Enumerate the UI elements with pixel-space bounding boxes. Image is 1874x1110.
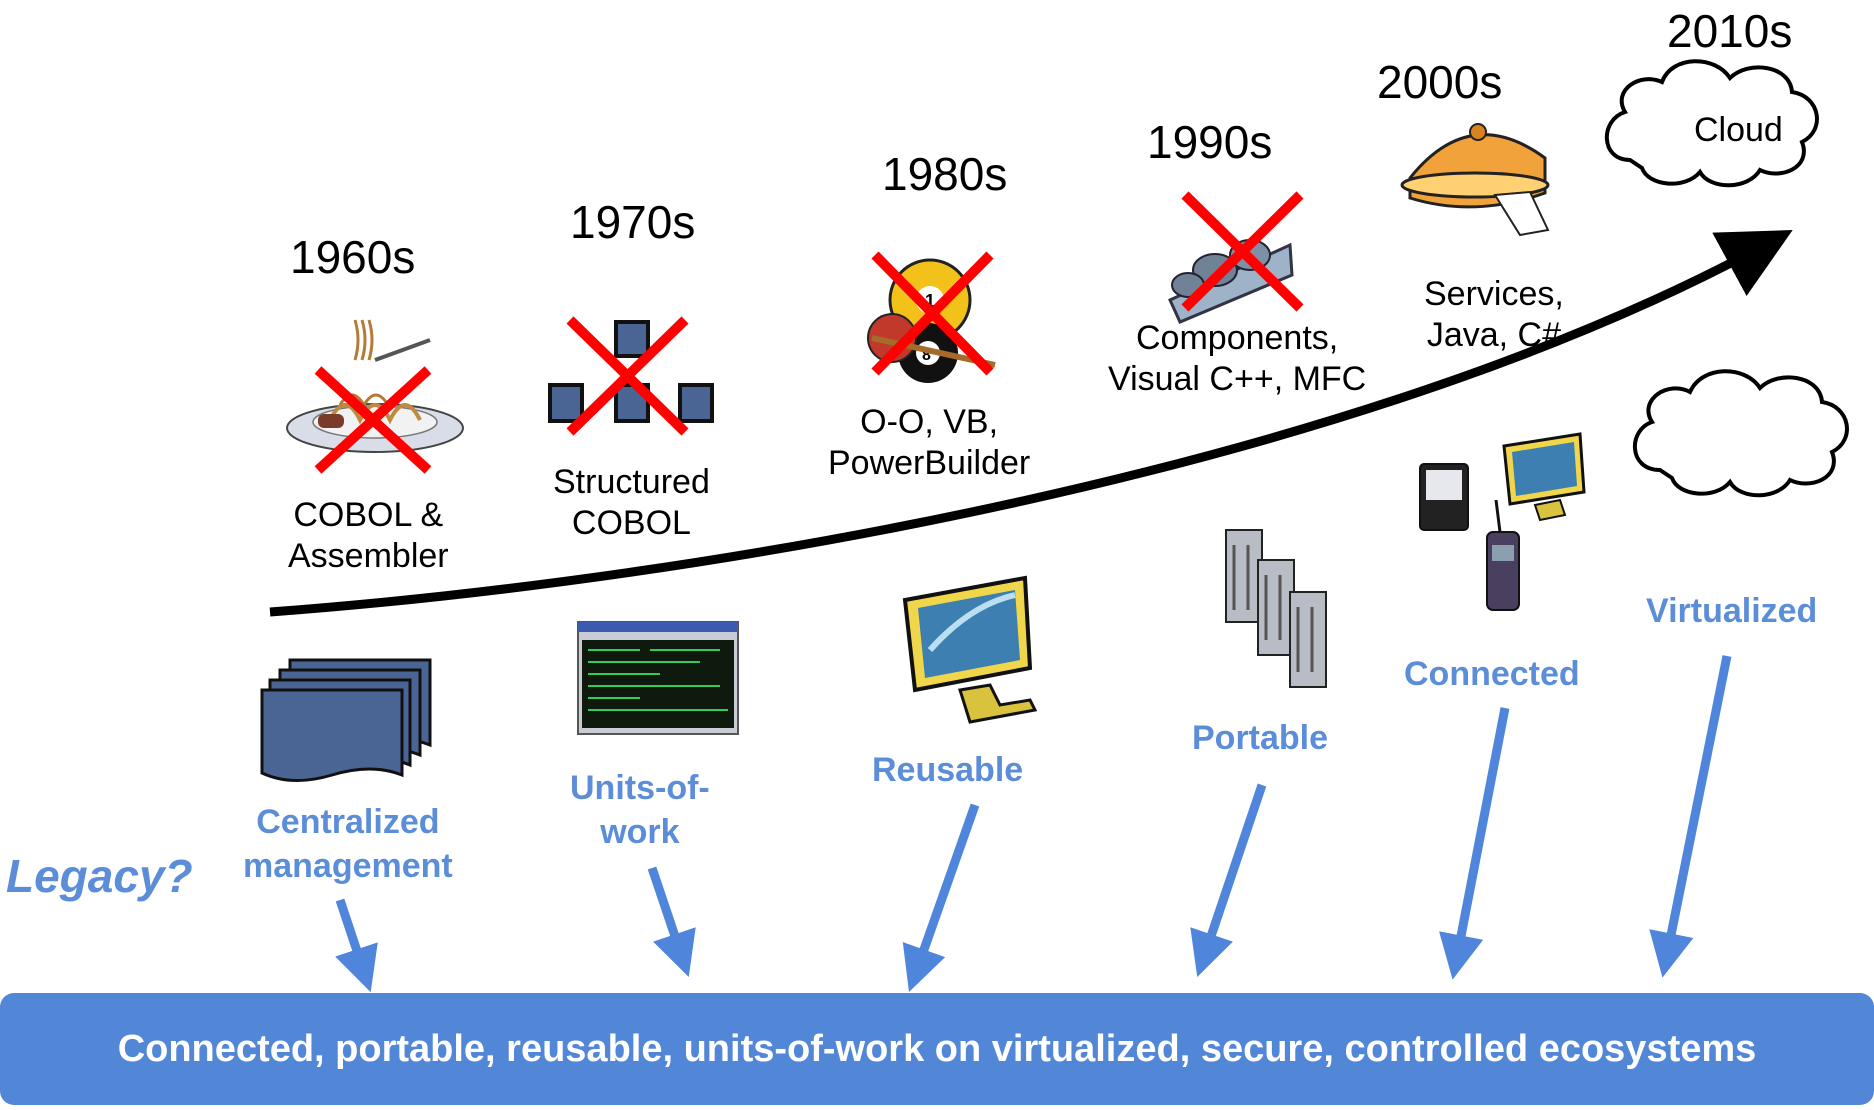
tech-line: COBOL & (293, 496, 444, 534)
attribute-line: Centralized (256, 803, 440, 841)
tech-label-1990s: Components, Visual C++, MFC (1108, 318, 1366, 401)
document-stack-icon (260, 658, 432, 783)
cross-1980s (871, 251, 994, 376)
era-label-1970s: 1970s (570, 196, 696, 248)
tech-line: COBOL (571, 504, 691, 543)
tech-line: PowerBuilder (828, 444, 1031, 483)
cross-1990s (1181, 191, 1304, 312)
attribute-line: work (600, 813, 680, 852)
tech-line: Visual C++, MFC (1108, 360, 1367, 399)
service-cloche-icon (1400, 123, 1550, 237)
tech-label-1980s: O-O, VB, PowerBuilder (828, 402, 1030, 485)
summary-banner: Connected, portable, reusable, units-of-… (0, 993, 1874, 1105)
arrow-centralized (335, 898, 378, 993)
tech-line: Assembler (288, 537, 449, 576)
terminal-screen-icon (577, 621, 739, 735)
tech-line: Java, C# (1426, 316, 1561, 355)
era-label-2010s: 2010s (1667, 5, 1793, 57)
trend-arrow (269, 229, 1793, 617)
arrow-portable (1190, 783, 1267, 978)
connected-devices-icon (1419, 432, 1586, 611)
tech-line: Structured (553, 463, 710, 501)
attribute-centralized-management: Centralized management (243, 800, 453, 888)
tech-line: Components, (1136, 319, 1339, 357)
attribute-units-of-work: Units-of- work (570, 766, 710, 854)
attribute-reusable: Reusable (872, 751, 1024, 789)
legacy-label: Legacy? (6, 850, 193, 902)
svg-text:1: 1 (925, 291, 935, 311)
server-towers-icon (1225, 529, 1327, 688)
era-label-1980s: 1980s (882, 148, 1008, 200)
summary-banner-text: Connected, portable, reusable, units-of-… (117, 1027, 1757, 1070)
spaghetti-plate-icon (286, 319, 464, 453)
svg-text:8: 8 (922, 347, 931, 364)
attribute-virtualized: Virtualized (1646, 592, 1818, 630)
attribute-line: Units-of- (570, 769, 710, 807)
attribute-arrows (335, 655, 1732, 993)
structure-blocks-icon (548, 320, 714, 423)
tech-line: Services, (1424, 275, 1564, 313)
cloud-icon (1604, 59, 1819, 188)
tech-label-1960s: COBOL & Assembler (288, 495, 449, 578)
arrow-virtualized (1649, 655, 1732, 978)
tech-line: O-O, VB, (860, 403, 999, 441)
attribute-connected: Connected (1404, 655, 1580, 693)
tech-label-1970s: Structured COBOL (553, 462, 710, 545)
cross-1960s (314, 366, 432, 474)
cloud-label: Cloud (1694, 111, 1783, 149)
era-label-2000s: 2000s (1377, 56, 1503, 108)
era-label-1990s: 1990s (1147, 116, 1273, 168)
cross-1970s (566, 316, 689, 436)
attribute-portable: Portable (1192, 719, 1329, 757)
arrow-units-of-work (647, 866, 696, 978)
era-label-1960s: 1960s (290, 231, 416, 283)
empty-cloud-icon (1633, 369, 1849, 498)
arrow-connected (1439, 707, 1510, 980)
tech-label-2000s: Services, Java, C# (1424, 274, 1564, 357)
monitor-icon (902, 575, 1038, 724)
arrow-reusable (902, 803, 980, 992)
attribute-line: management (243, 847, 453, 886)
